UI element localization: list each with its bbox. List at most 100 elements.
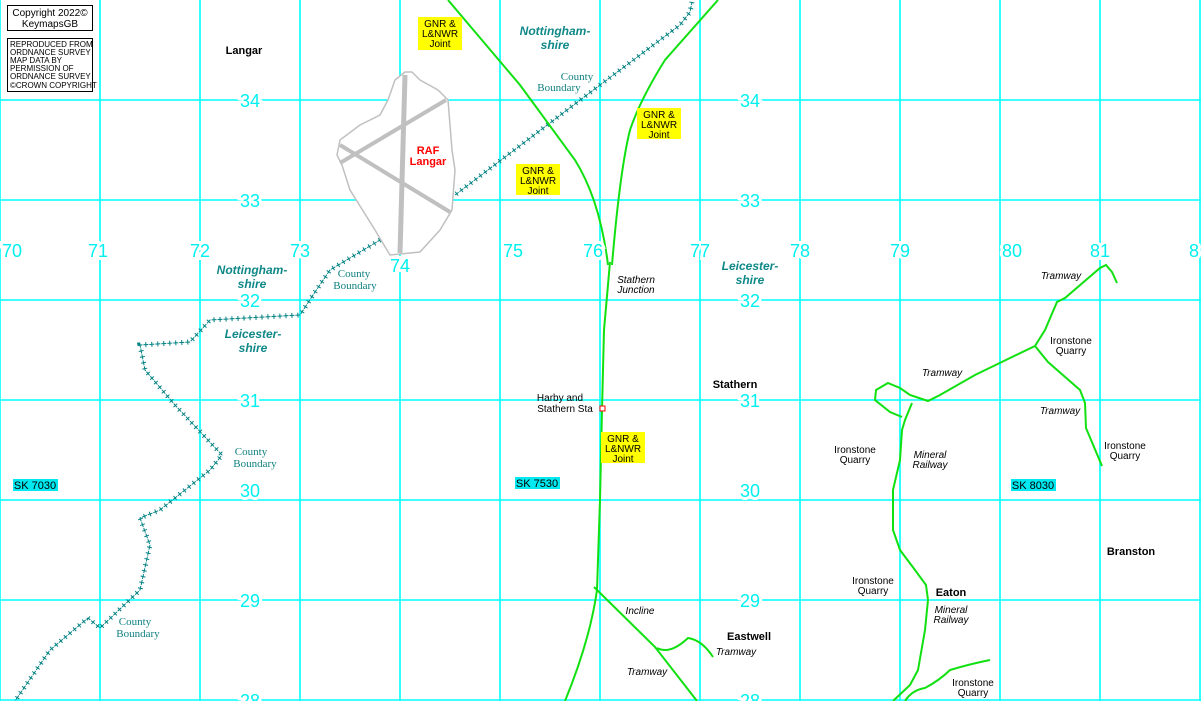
airfield-label: RAF <box>417 145 440 157</box>
place-eaton: Eaton <box>936 587 967 599</box>
svg-text:Copyright 2022©: Copyright 2022© <box>12 8 88 19</box>
svg-text:81: 81 <box>1090 241 1110 261</box>
svg-text:72: 72 <box>190 241 210 261</box>
airfield-raf-langar <box>336 71 456 256</box>
svg-text:Harby and: Harby and <box>537 393 583 404</box>
svg-text:73: 73 <box>290 241 310 261</box>
svg-text:County: County <box>235 446 268 458</box>
svg-text:34: 34 <box>740 91 760 111</box>
place-eastwell: Eastwell <box>727 631 771 643</box>
svg-text:GNR &: GNR & <box>522 166 554 177</box>
incline-label: Incline <box>626 606 655 617</box>
county-nottinghamshire: Nottingham- <box>520 24 591 38</box>
svg-text:L&NWR: L&NWR <box>520 176 556 187</box>
svg-text:MAP DATA BY: MAP DATA BY <box>10 56 63 65</box>
svg-text:Boundary: Boundary <box>233 458 277 470</box>
county-nottinghamshire: Nottingham- <box>217 263 288 277</box>
svg-text:Ironstone: Ironstone <box>952 678 994 689</box>
svg-text:PERMISSION OF: PERMISSION OF <box>10 64 74 73</box>
svg-text:32: 32 <box>740 291 760 311</box>
county-nottinghamshire: shire <box>541 38 570 52</box>
svg-text:28: 28 <box>740 691 760 701</box>
svg-text:Joint: Joint <box>612 454 633 465</box>
place-branston: Branston <box>1107 546 1156 558</box>
svg-text:8: 8 <box>1189 241 1199 261</box>
svg-text:Quarry: Quarry <box>958 688 989 699</box>
svg-text:County: County <box>338 268 371 280</box>
svg-text:SK 7530: SK 7530 <box>516 478 558 490</box>
svg-text:Boundary: Boundary <box>537 82 581 94</box>
tramway-label: Tramway <box>716 647 757 658</box>
county-leicestershire: shire <box>736 273 765 287</box>
svg-text:28: 28 <box>240 691 260 701</box>
svg-text:Ironstone: Ironstone <box>1104 441 1146 452</box>
svg-text:Ironstone: Ironstone <box>1050 336 1092 347</box>
svg-text:76: 76 <box>583 241 603 261</box>
svg-text:GNR &: GNR & <box>643 110 675 121</box>
svg-text:Quarry: Quarry <box>858 586 889 597</box>
county-boundary-line <box>12 1 695 701</box>
tramway-label: Tramway <box>922 368 963 379</box>
svg-text:29: 29 <box>740 591 760 611</box>
sheet-label: SK 8030 <box>1011 479 1056 492</box>
svg-text:L&NWR: L&NWR <box>641 120 677 131</box>
svg-text:Joint: Joint <box>648 130 669 141</box>
svg-text:ORDNANCE SURVEY: ORDNANCE SURVEY <box>10 48 91 57</box>
svg-text:29: 29 <box>240 591 260 611</box>
svg-text:GNR &: GNR & <box>424 19 456 30</box>
svg-text:Junction: Junction <box>616 285 655 296</box>
svg-text:33: 33 <box>240 191 260 211</box>
svg-text:KeymapsGB: KeymapsGB <box>22 19 78 30</box>
county-leicestershire: Leicester- <box>722 259 779 273</box>
svg-text:33: 33 <box>740 191 760 211</box>
svg-text:78: 78 <box>790 241 810 261</box>
svg-text:Joint: Joint <box>429 39 450 50</box>
svg-text:Stathern: Stathern <box>617 275 655 286</box>
svg-text:Quarry: Quarry <box>1056 346 1087 357</box>
svg-text:Quarry: Quarry <box>1110 451 1141 462</box>
tramway-label: Tramway <box>1040 406 1081 417</box>
svg-text:Joint: Joint <box>527 186 548 197</box>
svg-text:31: 31 <box>740 391 760 411</box>
county-leicestershire: shire <box>239 341 268 355</box>
svg-text:L&NWR: L&NWR <box>605 444 641 455</box>
railways <box>447 0 1118 701</box>
northing-labels: 34 33 32 31 30 29 28 34 33 32 31 30 29 2… <box>237 88 763 701</box>
svg-text:Mineral: Mineral <box>914 450 948 461</box>
svg-text:32: 32 <box>240 291 260 311</box>
svg-text:L&NWR: L&NWR <box>422 29 458 40</box>
county-nottinghamshire: shire <box>238 277 267 291</box>
svg-text:REPRODUCED FROM: REPRODUCED FROM <box>10 40 93 49</box>
tramway-label: Tramway <box>1041 271 1082 282</box>
svg-text:34: 34 <box>240 91 260 111</box>
svg-text:Boundary: Boundary <box>333 280 377 292</box>
place-stathern: Stathern <box>713 379 758 391</box>
station-marker <box>599 405 606 412</box>
svg-text:30: 30 <box>740 481 760 501</box>
sheet-label: SK 7030 <box>13 479 58 492</box>
svg-text:Boundary: Boundary <box>116 628 160 640</box>
svg-text:80: 80 <box>1002 241 1022 261</box>
easting-labels: 70 71 72 73 74 75 76 77 78 79 80 81 8 <box>0 238 1201 279</box>
svg-text:©CROWN COPYRIGHT: ©CROWN COPYRIGHT <box>10 81 97 90</box>
svg-text:Stathern Sta: Stathern Sta <box>537 404 593 415</box>
svg-text:79: 79 <box>890 241 910 261</box>
svg-text:74: 74 <box>390 256 410 276</box>
